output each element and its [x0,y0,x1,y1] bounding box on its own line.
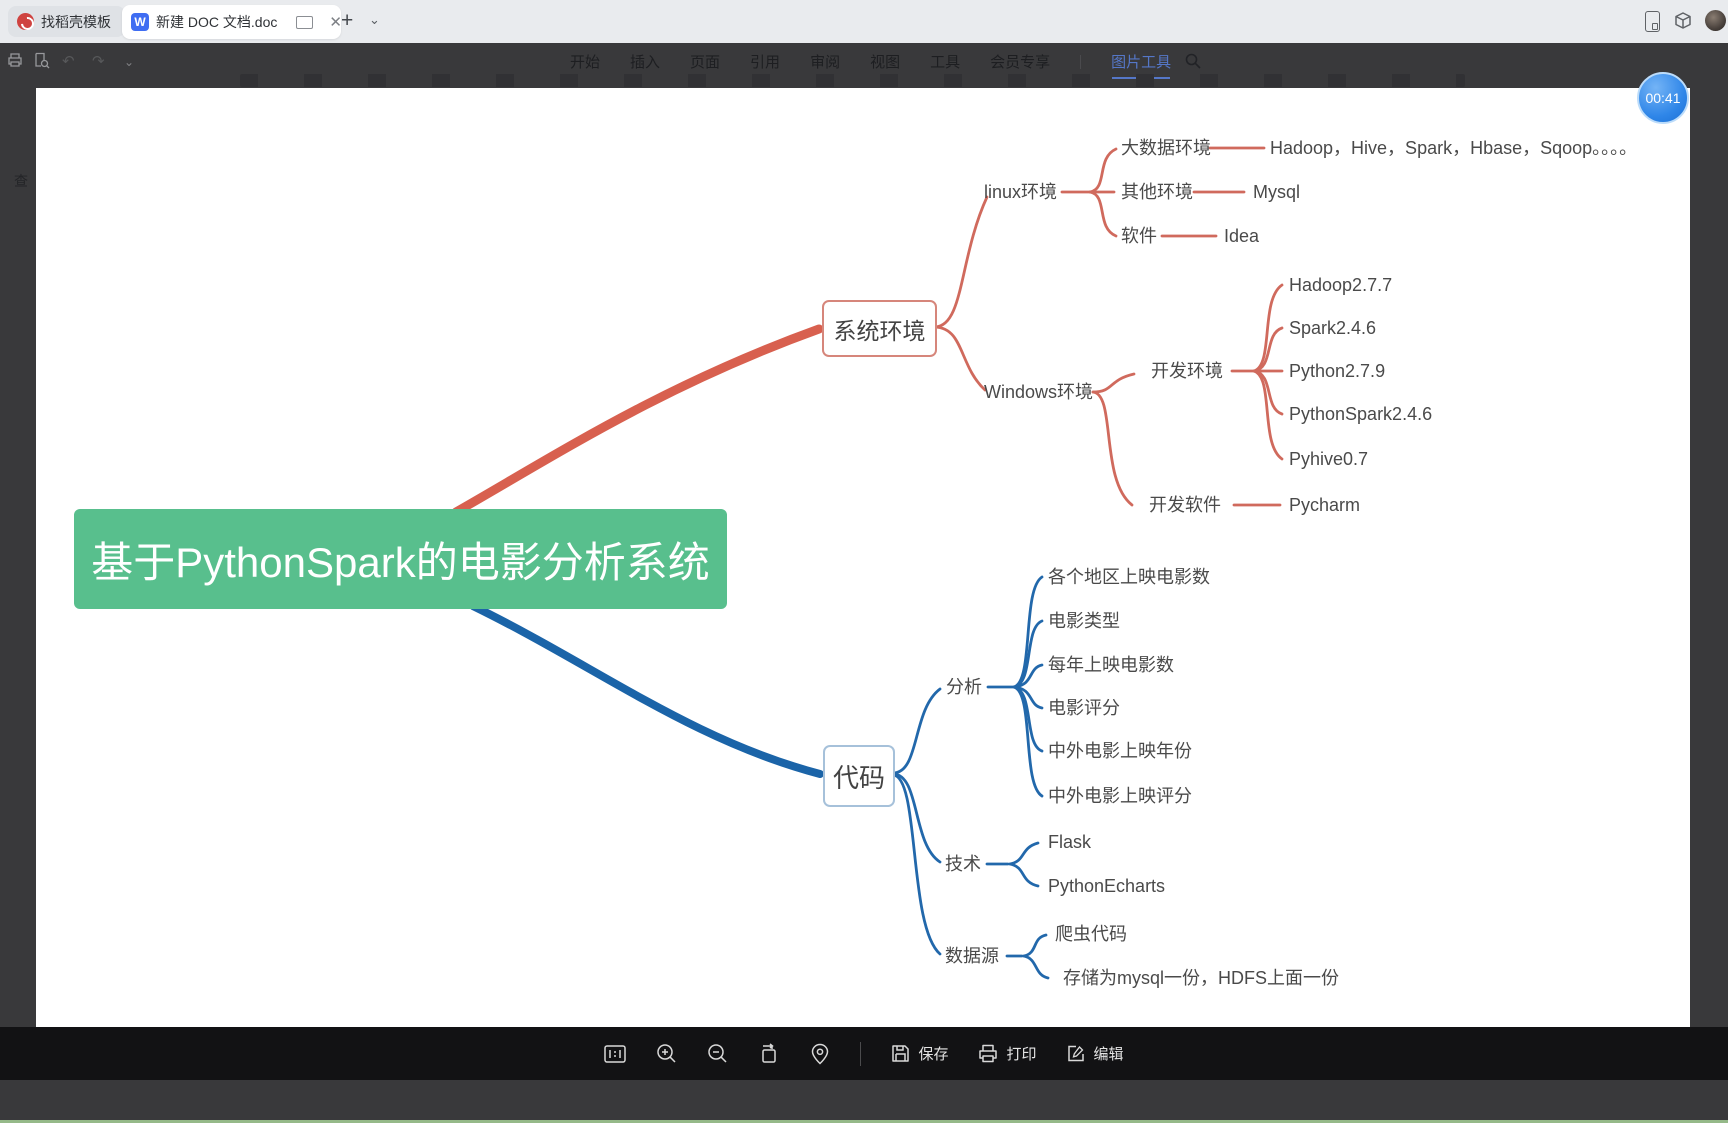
node-analysis-genre: 电影类型 [1048,611,1120,631]
node-dev-env: 开发环境 [1151,361,1223,381]
tab-active-document[interactable]: W 新建 DOC 文档.doc ✕ [122,5,342,39]
ribbon-menu: 开始 插入 页面 引用 审阅 视图 工具 会员专享 图片工具 [570,51,1171,79]
node-windows-env: Windows环境 [984,382,1094,402]
mobile-view-icon[interactable] [1645,11,1660,32]
search-icon[interactable] [1185,53,1201,69]
save-button[interactable]: 保存 [891,1043,948,1064]
node-datasource: 数据源 [945,946,999,966]
menu-item-review[interactable]: 审阅 [810,54,841,71]
node-analysis-rate-cn: 中外电影上映评分 [1048,786,1192,806]
tab-docer-templates[interactable]: 找稻壳模板 [8,6,125,37]
screen-cast-icon[interactable] [296,15,314,29]
toolbar-divider [860,1041,862,1066]
node-analysis-rating: 电影评分 [1048,698,1120,718]
node-linux-env: linux环境 [984,182,1058,202]
dimmed-ribbon-ghosts [240,74,1465,87]
node-software-value: Idea [1224,226,1260,246]
node-hadoop-version: Hadoop2.7.7 [1289,275,1393,295]
undo-icon[interactable]: ↶ [62,53,75,70]
node-storage: 存储为mysql一份，HDFS上面一份 [1063,968,1340,988]
print-button[interactable]: 打印 [978,1043,1037,1064]
node-python-version: Python2.7.9 [1289,361,1386,381]
menu-item-tools[interactable]: 工具 [930,54,961,71]
edit-icon [1067,1045,1084,1062]
node-bigdata-value: Hadoop，Hive，Spark，Hbase，Sqoop。。。。 [1270,138,1638,158]
node-pyspark-version: PythonSpark2.4.6 [1289,404,1433,424]
node-flask: Flask [1048,832,1092,852]
qat-chevron-icon[interactable]: ⌄ [124,55,135,69]
menu-item-picture-tools[interactable]: 图片工具 [1111,51,1171,79]
node-spark-version: Spark2.4.6 [1289,318,1377,338]
redo-icon[interactable]: ↷ [92,53,105,70]
node-dev-software: 开发软件 [1149,495,1221,515]
recording-time: 00:41 [1645,90,1681,106]
edit-label: 编辑 [1093,1046,1124,1063]
node-label: 系统环境 [833,317,926,344]
edit-button[interactable]: 编辑 [1067,1043,1124,1064]
node-pythonecharts: PythonEcharts [1048,876,1166,896]
mindmap-root-node: 基于PythonSpark的电影分析系统 [74,509,727,609]
tab-label: 找稻壳模板 [41,13,111,30]
node-software: 软件 [1121,226,1157,246]
recording-timer-badge[interactable]: 00:41 [1637,72,1689,124]
node-label: 代码 [832,762,885,793]
node-tech: 技术 [945,854,981,874]
node-other-value: Mysql [1253,182,1301,202]
node-pyhive-version: Pyhive0.7 [1289,449,1369,469]
node-bigdata-env: 大数据环境 [1121,138,1211,158]
tab-list-chevron-icon[interactable]: ⌄ [369,12,380,27]
docer-logo-icon [17,13,34,30]
zoom-in-icon[interactable] [656,1043,677,1064]
apps-cube-icon[interactable] [1673,11,1693,31]
menu-divider [1080,54,1082,69]
printer-icon[interactable] [7,52,23,68]
image-preview-canvas[interactable]: 基于PythonSpark的电影分析系统 系统环境 代码 linux环境 大数据… [36,88,1690,1027]
close-icon[interactable]: ✕ [329,14,342,31]
save-icon [892,1045,910,1062]
left-panel-partial-text: 查 [14,173,28,189]
root-node-label: 基于PythonSpark的电影分析系统 [91,538,710,586]
wps-writer-icon: W [131,13,149,31]
menu-item-view[interactable]: 视图 [870,54,901,71]
user-avatar[interactable] [1705,10,1726,31]
node-other-env: 其他环境 [1121,182,1193,202]
browser-tab-bar: 找稻壳模板 W 新建 DOC 文档.doc ✕ + ⌄ [0,0,1728,43]
print-label: 打印 [1006,1046,1037,1063]
node-pycharm: Pycharm [1289,495,1361,515]
tab-label: 新建 DOC 文档.doc [156,14,278,30]
fit-to-window-icon[interactable] [604,1044,627,1064]
location-pin-icon[interactable] [810,1043,830,1065]
rotate-icon[interactable] [758,1043,780,1064]
node-analysis: 分析 [946,677,982,697]
menu-item-member[interactable]: 会员专享 [990,54,1051,71]
node-analysis-region: 各个地区上映电影数 [1048,567,1210,587]
save-label: 保存 [918,1046,949,1063]
menu-item-page[interactable]: 页面 [690,54,721,71]
node-analysis-year-cn: 中外电影上映年份 [1048,741,1192,761]
node-crawler: 爬虫代码 [1055,924,1127,944]
node-code: 代码 [823,745,895,807]
zoom-out-icon[interactable] [707,1043,728,1064]
new-tab-icon[interactable]: + [341,9,354,32]
node-system-env: 系统环境 [822,300,937,357]
menu-item-insert[interactable]: 插入 [630,54,661,71]
node-analysis-yearly: 每年上映电影数 [1048,655,1174,675]
menu-item-home[interactable]: 开始 [570,54,601,71]
print-icon [979,1044,998,1063]
mindmap-connectors [451,146,1284,980]
image-viewer-toolbar: 保存 打印 编辑 [0,1027,1728,1080]
print-preview-icon[interactable] [33,52,50,69]
dimmed-app-background: ↶ ↷ ⌄ 开始 插入 页面 引用 审阅 视图 工具 会员专享 图片工具 查 [0,43,1728,1123]
menu-item-cite[interactable]: 引用 [750,54,781,71]
